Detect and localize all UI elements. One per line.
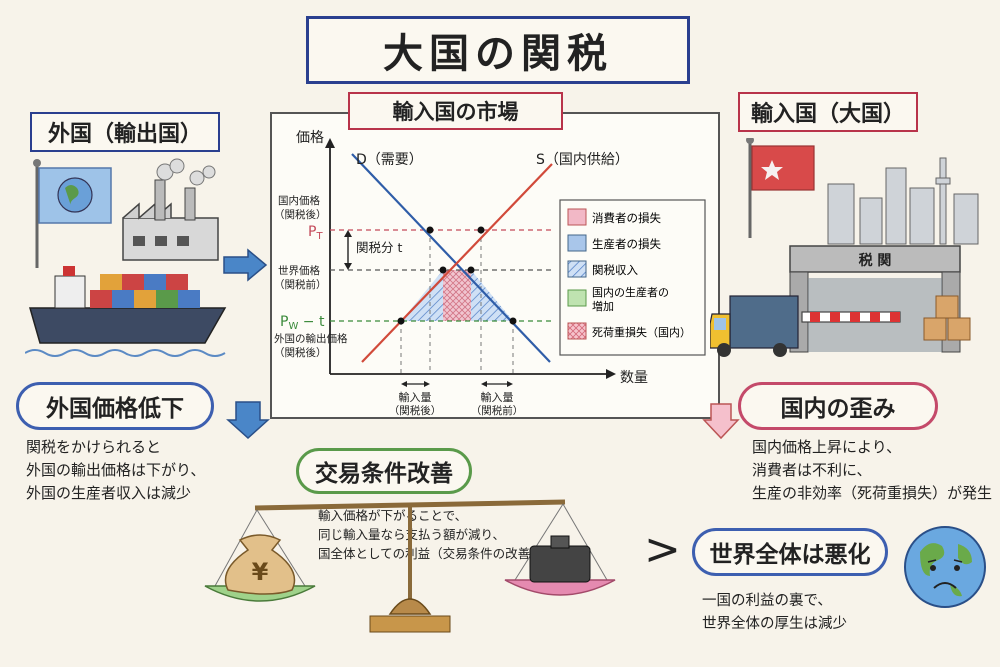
import-after-label: 輸入量	[399, 390, 432, 404]
domestic-distortion-cloud: 国内の歪み	[738, 382, 938, 430]
import-flag	[751, 145, 815, 191]
tariff-label: 関税分 t	[356, 240, 402, 255]
foreign-text-line: 外国の生産者収入は減少	[26, 484, 192, 502]
pwt-top-label: 外国の輸出価格	[274, 332, 348, 345]
arrow-down-icon	[702, 403, 740, 440]
demand-curve	[351, 153, 551, 363]
pt-label: PT	[308, 224, 323, 242]
terms-of-trade-cloud: 交易条件改善	[296, 448, 472, 494]
customs-label: 税 関	[859, 252, 892, 269]
terms-of-trade-description: 輸入価格が下がることで、 同じ輸入量なら支払う額が減り、 国全体としての利益（交…	[318, 506, 543, 563]
factory-icon	[122, 158, 219, 261]
right-pan	[504, 579, 616, 596]
import-after-sub: （関税後）	[389, 404, 442, 417]
world-description: 一国の利益の裏で、 世界全体の厚生は減少	[702, 590, 847, 636]
import-illustration: 税 関	[710, 138, 979, 357]
demand-label: D（需要）	[356, 152, 423, 168]
supply-curve	[361, 163, 553, 363]
chart-legend: 消費者の損失 生産者の損失 関税収入 国内の生産者の 増加 死荷重損失（国内）	[559, 199, 706, 356]
comparison-symbol: >	[644, 524, 681, 575]
balance-scale-icon: ¥	[204, 499, 616, 633]
y-axis-label: 価格	[296, 130, 324, 146]
import-text-line: 国内価格上昇により、	[752, 438, 902, 456]
pw-bottom-label: （関税前）	[274, 278, 327, 291]
world-text-line: 世界全体の厚生は減少	[702, 616, 847, 632]
legend-item: 生産者の損失	[592, 237, 661, 251]
foreign-country-label: 外国（輸出国）	[30, 112, 220, 152]
foreign-illustration	[25, 158, 227, 357]
import-text-line: 生産の非効率（死荷重損失）が発生	[752, 484, 993, 502]
foreign-text-line: 関税をかけられると	[26, 438, 162, 456]
container-ship-icon	[25, 266, 227, 357]
foreign-price-drop-cloud: 外国価格低下	[16, 382, 214, 430]
deadweight-loss-area	[443, 270, 471, 321]
page-title: 大国の関税	[306, 16, 690, 84]
pwt-label: PW − t	[280, 314, 325, 332]
import-description: 国内価格上昇により、 消費者は不利に、 生産の非効率（死荷重損失）が発生	[752, 436, 992, 505]
import-before-sub: （関税前）	[471, 404, 524, 417]
arrow-right-icon	[223, 248, 268, 282]
legend-item: 関税収入	[592, 263, 638, 277]
pwt-bottom-label: （関税後）	[274, 346, 327, 359]
pw-top-label: 世界価格	[278, 264, 320, 277]
import-text-line: 消費者は不利に、	[752, 461, 872, 479]
legend-item: 国内の生産者の	[592, 285, 669, 299]
supply-label: S（国内供給）	[536, 152, 629, 168]
legend-item-line2: 増加	[592, 300, 614, 313]
import-before-label: 輸入量	[481, 390, 514, 404]
legend-item: 消費者の損失	[592, 211, 661, 225]
city-skyline-icon	[827, 157, 979, 245]
x-axis-label: 数量	[620, 370, 648, 386]
center-text-line: 国全体としての利益（交易条件の改善）	[318, 546, 543, 561]
money-bag-icon: ¥	[224, 534, 296, 595]
truck-icon	[710, 295, 799, 357]
weight-icon	[529, 535, 591, 583]
world-worse-cloud: 世界全体は悪化	[692, 528, 888, 576]
center-text-line: 輸入価格が下がることで、	[318, 508, 468, 523]
market-chart: 関税分 t 価格 数量 D（需要） S（国内供給） 国内価格 （関税後） PT …	[274, 130, 706, 417]
foreign-description: 関税をかけられると 外国の輸出価格は下がり、 外国の生産者収入は減少	[26, 436, 205, 505]
pt-top-label: 国内価格	[278, 194, 320, 207]
world-text-line: 一国の利益の裏で、	[702, 593, 832, 609]
legend-item: 死荷重損失（国内）	[592, 325, 691, 339]
yen-symbol: ¥	[252, 558, 269, 586]
pt-bottom-label: （関税後）	[274, 208, 327, 221]
chart-title: 輸入国の市場	[348, 92, 563, 130]
cargo-boxes-icon	[923, 295, 971, 341]
sad-earth-icon	[904, 526, 986, 608]
arrow-down-icon	[226, 401, 270, 440]
import-country-label: 輸入国（大国）	[738, 92, 918, 132]
foreign-text-line: 外国の輸出価格は下がり、	[26, 461, 206, 479]
